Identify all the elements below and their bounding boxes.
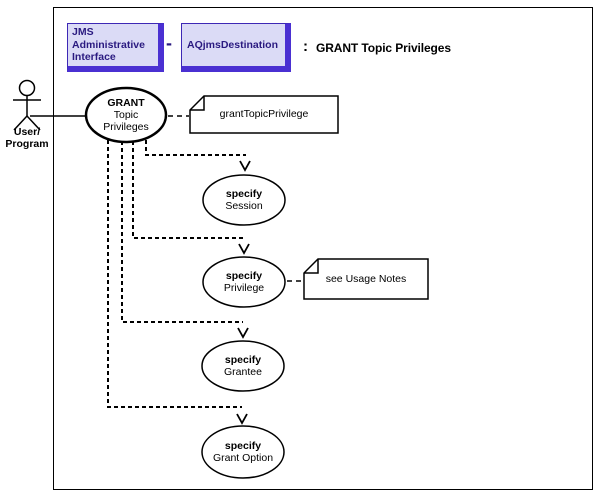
- usecase-label-grant-topic-privileges: GRANT Topic Privileges: [86, 97, 166, 133]
- actor-leg-right: [26, 115, 41, 131]
- usecase-label-specify-privilege: specify Privilege: [203, 270, 285, 295]
- include-connectors: [107, 140, 246, 408]
- arrowhead-session: [239, 160, 251, 172]
- arrowhead-grant-option: [236, 413, 248, 425]
- usecase-label-specify-session: specify Session: [203, 188, 285, 213]
- arrowhead-grantee: [237, 327, 249, 339]
- specify-session-ellipse: [202, 174, 286, 226]
- actor-label: User/ Program: [5, 126, 49, 151]
- usecase-line: Privilege: [223, 281, 265, 294]
- note-grant-topic-privilege: [189, 95, 339, 134]
- usecase-line: specify: [224, 354, 262, 366]
- usecase-line: Topic: [113, 108, 139, 121]
- usecase-line: Grant Option: [212, 451, 274, 464]
- note-outline: [303, 258, 429, 300]
- note-fold: [304, 259, 319, 274]
- connector-grantee: [121, 141, 243, 323]
- grant-topic-privileges-ellipse: [84, 86, 168, 144]
- connector-session: [145, 140, 246, 156]
- arrowheads: [236, 160, 251, 425]
- title-colon: :: [303, 38, 308, 55]
- note-usage-notes: [303, 258, 429, 300]
- usecase-line: GRANT: [107, 97, 145, 109]
- usecase-line: Privileges: [103, 120, 149, 133]
- actor-leg-left: [13, 115, 28, 131]
- actor-figure: [13, 79, 41, 131]
- specify-privilege-ellipse: [202, 256, 286, 308]
- usecase-label-specify-grantee: specify Grantee: [202, 354, 284, 379]
- jms-admin-interface-box: JMS Administrative Interface: [67, 23, 164, 72]
- actor-head: [18, 79, 36, 97]
- note-text-usage-notes: see Usage Notes: [325, 273, 407, 285]
- usecase-line: Session: [225, 199, 263, 212]
- diagram-title: GRANT Topic Privileges: [316, 41, 451, 55]
- usecase-line: specify: [225, 188, 263, 200]
- usecase-line: Grantee: [224, 365, 262, 378]
- usecase-label-specify-grant-option: specify Grant Option: [202, 440, 284, 465]
- specify-grantee-ellipse: [201, 340, 285, 392]
- diagram-frame: [53, 7, 593, 490]
- usecase-line: specify: [224, 440, 262, 452]
- connector-grant-option: [107, 140, 242, 408]
- note-fold: [190, 96, 205, 111]
- arrowhead-privilege: [238, 243, 250, 255]
- header-separator: -: [166, 33, 172, 53]
- note-text-grant-topic-privilege: grantTopicPrivilege: [219, 108, 309, 120]
- note-outline: [189, 95, 339, 134]
- aqjms-destination-box: AQjmsDestination: [181, 23, 291, 72]
- usecase-line: specify: [225, 270, 263, 282]
- specify-grant-option-ellipse: [201, 425, 285, 479]
- connector-privilege: [132, 141, 244, 239]
